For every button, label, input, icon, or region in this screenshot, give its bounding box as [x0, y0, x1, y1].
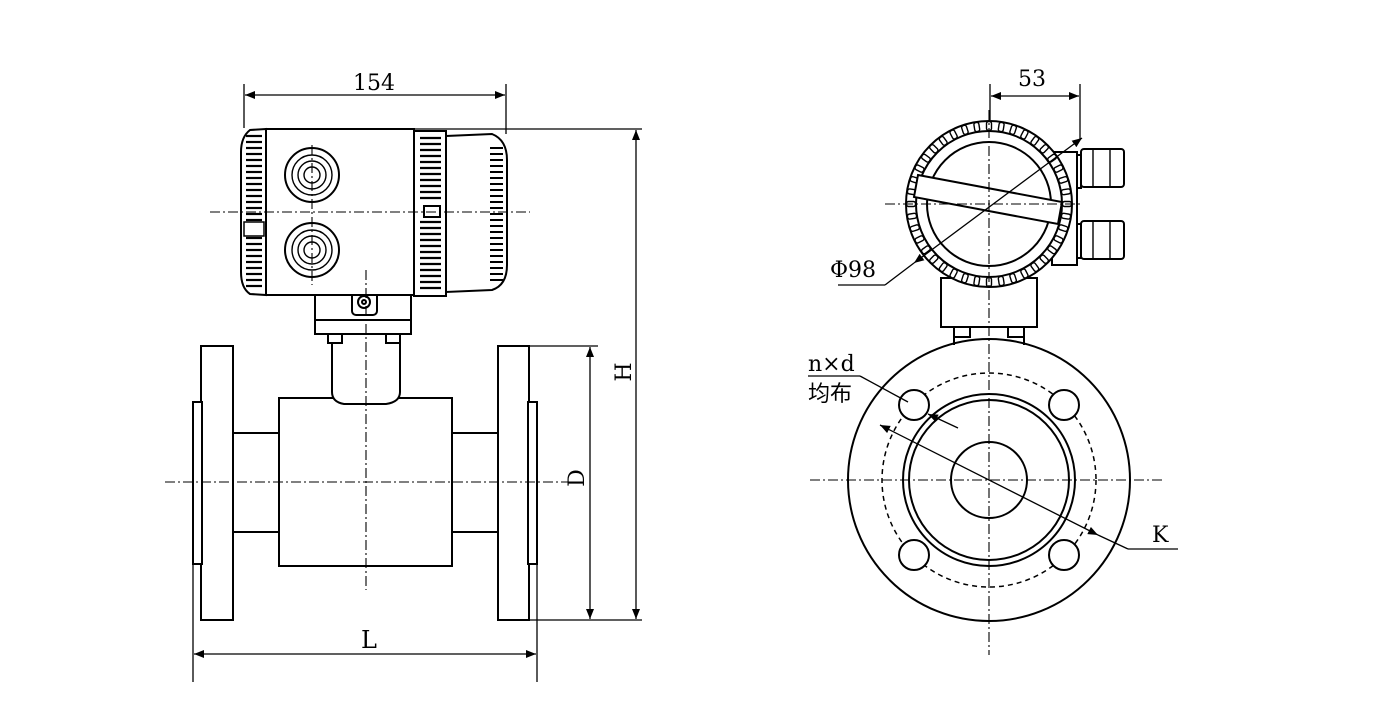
dim-k-label: K [1152, 523, 1169, 548]
right-flange [497, 345, 538, 621]
dim-l-label: L [361, 626, 377, 654]
bolt-hole-top-right [1048, 389, 1080, 421]
right-fin-cover [413, 130, 508, 297]
bolt-hole-bottom-right [1048, 539, 1080, 571]
dim-phi98-label: Φ98 [830, 258, 876, 283]
dim-h-label: H [612, 362, 637, 381]
side-neck [940, 277, 1038, 345]
side-view: 53 Φ98 n×d 均布 K [808, 67, 1178, 655]
dim-154: 154 [243, 71, 507, 134]
dim-holes-label-2: 均布 [808, 382, 852, 407]
left-flange [192, 345, 234, 621]
left-fin-cover [240, 127, 267, 297]
dim-53-label: 53 [1018, 67, 1046, 92]
dim-h: H [414, 128, 642, 621]
dim-holes: n×d 均布 [808, 352, 959, 429]
dim-53: 53 [989, 67, 1081, 140]
bolt-hole-bottom-left [898, 539, 930, 571]
front-view: 154 H D L [165, 71, 642, 682]
dim-154-label: 154 [353, 71, 395, 96]
dim-holes-label-1: n×d [808, 352, 855, 377]
dim-d: D [529, 345, 598, 619]
dim-k: K [879, 424, 1178, 550]
dim-phi98: Φ98 [830, 137, 1083, 286]
bolt-hole-top-left [898, 389, 930, 421]
dim-d-label: D [565, 469, 590, 487]
dim-l: L [192, 565, 538, 682]
